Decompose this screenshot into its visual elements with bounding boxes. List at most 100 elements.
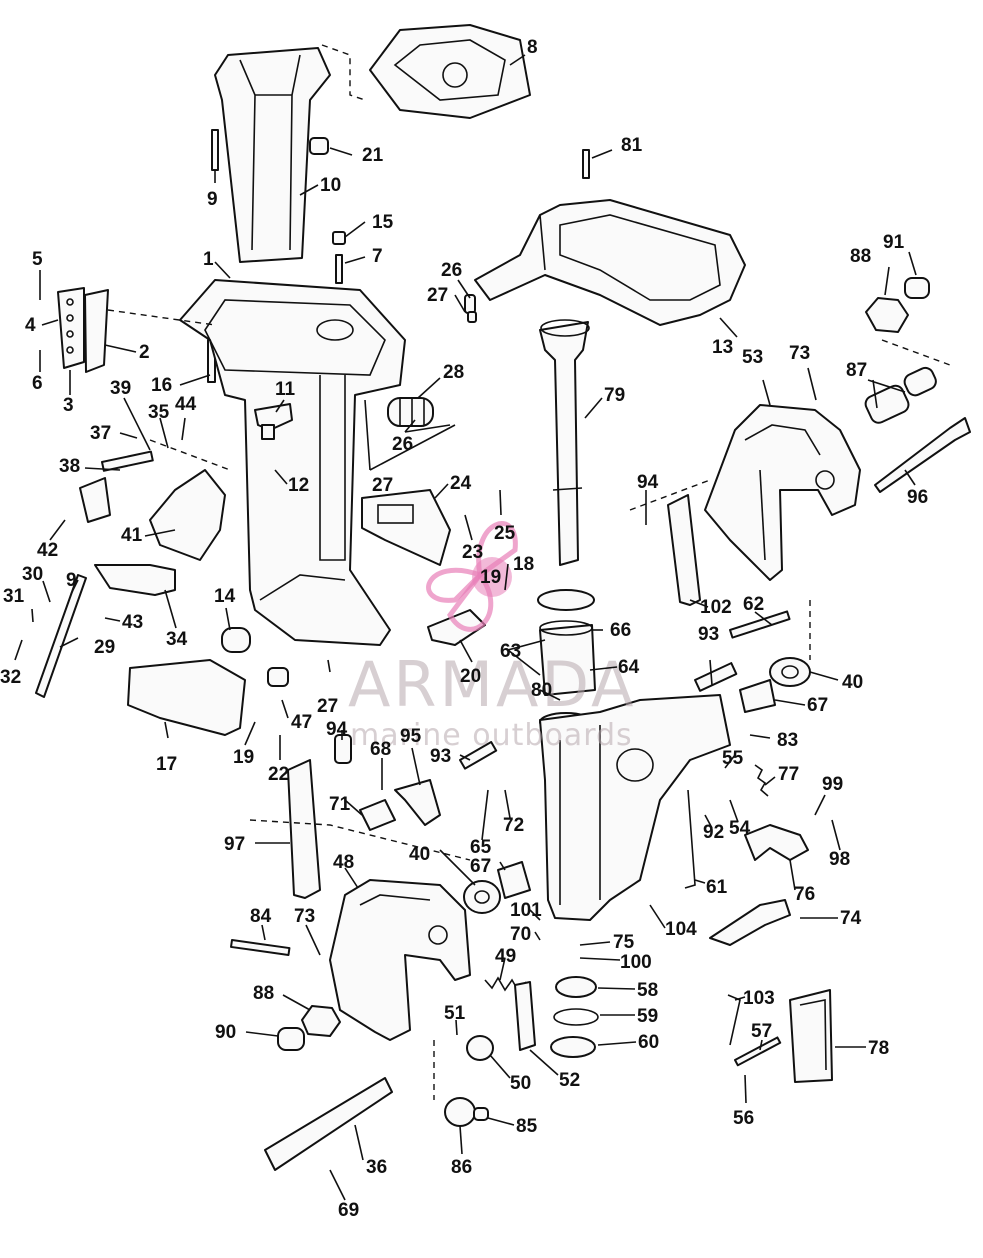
- callout-34: 34: [166, 629, 188, 650]
- callout-62: 62: [743, 594, 764, 615]
- callout-44: 44: [175, 394, 197, 415]
- callout-28: 28: [443, 362, 464, 383]
- exhaust-tube-part: [214, 47, 331, 263]
- disc-parts: [444, 1035, 494, 1127]
- bracket-part-11: [254, 403, 293, 440]
- callout-69: 69: [338, 1200, 359, 1221]
- callout-72: 72: [503, 815, 524, 836]
- callout-57: 57: [751, 1021, 772, 1042]
- callout-27: 27: [317, 696, 338, 717]
- callout-13: 13: [712, 337, 733, 358]
- callout-59: 59: [637, 1006, 658, 1027]
- callout-94: 94: [326, 719, 348, 740]
- callout-22: 22: [268, 764, 289, 785]
- callout-88: 88: [850, 246, 871, 267]
- bolt-nut-parts-left: [230, 939, 341, 1051]
- callout-67: 67: [807, 695, 828, 716]
- parts-artwork: [35, 24, 971, 1171]
- callout-77: 77: [778, 764, 799, 785]
- callout-31: 31: [3, 586, 25, 607]
- callout-36: 36: [366, 1157, 387, 1178]
- side-plate-parts: [57, 287, 109, 373]
- callout-11: 11: [275, 379, 296, 400]
- watermark-brand-text: ARMADA: [348, 648, 636, 721]
- assembly-dash-lines: [149, 339, 951, 1100]
- washer-parts-center: [463, 861, 531, 914]
- callout-84: 84: [250, 906, 272, 927]
- gasket-plate-part: [369, 24, 531, 119]
- callout-86: 86: [451, 1157, 472, 1178]
- callout-32: 32: [0, 667, 21, 688]
- callout-26: 26: [392, 434, 413, 455]
- callout-38: 38: [59, 456, 80, 477]
- callout-65: 65: [470, 837, 492, 858]
- callout-95: 95: [400, 726, 422, 747]
- rod-part-96: [874, 417, 971, 493]
- fitting-parts: [864, 277, 937, 424]
- callout-1: 1: [203, 249, 214, 270]
- callout-2: 2: [139, 342, 150, 363]
- callout-29: 29: [94, 637, 115, 658]
- callout-9: 9: [207, 189, 218, 210]
- callout-26: 26: [441, 260, 462, 281]
- spring-lever-parts: [484, 976, 536, 1051]
- callout-78: 78: [868, 1038, 889, 1059]
- midsection-housing-part: [179, 279, 406, 646]
- callout-63: 63: [500, 641, 521, 662]
- callout-14: 14: [214, 586, 236, 607]
- callout-41: 41: [121, 525, 143, 546]
- callout-79: 79: [604, 385, 625, 406]
- callout-58: 58: [637, 980, 658, 1001]
- callout-74: 74: [840, 908, 862, 929]
- callout-55: 55: [722, 748, 744, 769]
- callout-35: 35: [148, 402, 170, 423]
- rod-spring-parts: [684, 764, 769, 889]
- callout-53: 53: [742, 347, 763, 368]
- callout-27: 27: [372, 475, 393, 496]
- linkage-bracket-parts: [79, 450, 226, 596]
- callout-104: 104: [665, 919, 697, 940]
- logo-blade-left: [426, 567, 485, 603]
- callout-17: 17: [156, 754, 177, 775]
- lever-part-97: [287, 759, 321, 899]
- callout-92: 92: [703, 822, 724, 843]
- callout-68: 68: [370, 739, 391, 760]
- small-parts-center: [334, 734, 498, 831]
- callout-42: 42: [37, 540, 58, 561]
- watermark-tagline-text: marine outboards: [350, 718, 633, 753]
- callout-87: 87: [846, 360, 867, 381]
- callout-88: 88: [253, 983, 274, 1004]
- callout-43: 43: [122, 612, 143, 633]
- swivel-bracket-part: [539, 694, 731, 921]
- plug-part-21: [309, 137, 329, 155]
- rod-part-29: [35, 574, 87, 698]
- callout-90: 90: [215, 1022, 236, 1043]
- callout-91: 91: [883, 232, 905, 253]
- logo-hub: [472, 557, 512, 597]
- logo-blade-top: [476, 521, 518, 580]
- cable-parts-right: [727, 994, 782, 1067]
- callout-49: 49: [495, 946, 516, 967]
- callout-9: 9: [66, 570, 77, 591]
- steering-arm-part: [474, 199, 746, 326]
- callout-80: 80: [531, 680, 552, 701]
- watermark: ARMADA marine outboards: [348, 521, 636, 753]
- callout-73: 73: [789, 343, 810, 364]
- callout-54: 54: [729, 818, 751, 839]
- callout-25: 25: [494, 523, 516, 544]
- callout-48: 48: [333, 852, 354, 873]
- leader-lines: [14, 54, 917, 1201]
- callout-94: 94: [637, 472, 659, 493]
- callout-93: 93: [698, 624, 719, 645]
- callout-101: 101: [510, 900, 542, 921]
- callout-64: 64: [618, 657, 640, 678]
- callout-12: 12: [288, 475, 309, 496]
- callout-7: 7: [372, 246, 383, 267]
- callout-19: 19: [233, 747, 254, 768]
- callout-85: 85: [516, 1116, 538, 1137]
- callout-102: 102: [700, 597, 732, 618]
- callout-100: 100: [620, 952, 652, 973]
- callout-56: 56: [733, 1108, 754, 1129]
- callout-97: 97: [224, 834, 245, 855]
- callout-15: 15: [372, 212, 394, 233]
